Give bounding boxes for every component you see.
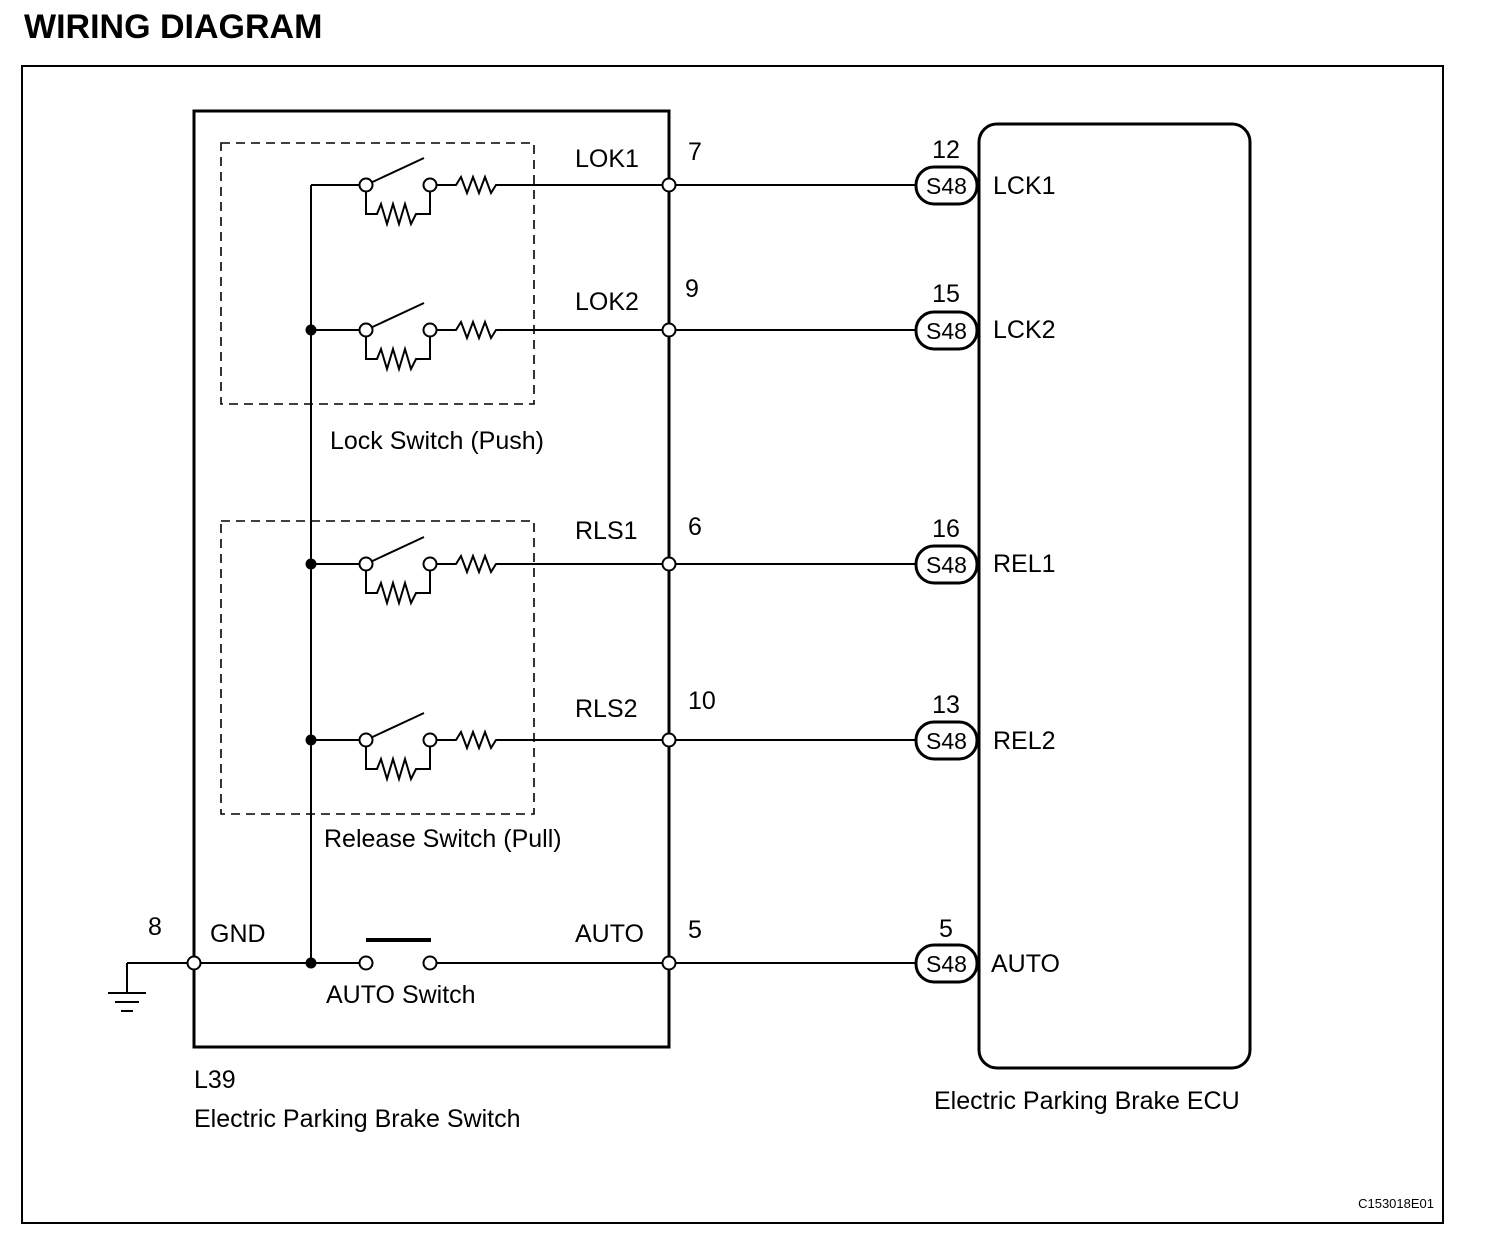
switch-lever	[365, 157, 425, 186]
ground-pin-number: 8	[148, 913, 162, 941]
ground-terminal	[186, 955, 202, 971]
switch-row-rls2	[311, 712, 669, 783]
svg-text:S48: S48	[926, 951, 967, 977]
pin-number: 13	[932, 691, 960, 719]
pin-number: 12	[932, 136, 960, 164]
svg-text:S48: S48	[926, 728, 967, 754]
diagram-frame	[21, 65, 1444, 1224]
terminal-rls1	[661, 556, 677, 572]
terminal-label: RLS1	[575, 517, 638, 545]
ecu-terminal-label: LCK1	[993, 172, 1056, 200]
pin-number: 10	[688, 687, 716, 715]
ecu-connector-lck1: S48	[914, 165, 979, 206]
switch-lever	[365, 302, 425, 331]
switch-row-auto	[194, 938, 669, 971]
terminal-lok1	[661, 177, 677, 193]
lock-switch-label: Lock Switch (Push)	[330, 427, 544, 455]
figure-code: C153018E01	[1358, 1196, 1434, 1211]
parallel-resistor	[365, 740, 431, 783]
terminal-rls2	[661, 732, 677, 748]
series-resistor	[430, 729, 669, 751]
parallel-resistor	[365, 330, 431, 373]
svg-text:S48: S48	[926, 552, 967, 578]
ecu-terminal-label: LCK2	[993, 316, 1056, 344]
switch-row-lok1	[311, 157, 669, 228]
terminal-label: AUTO	[575, 920, 644, 948]
parallel-resistor	[365, 185, 431, 228]
svg-text:S48: S48	[926, 318, 967, 344]
pin-number: 5	[939, 915, 953, 943]
series-resistor	[430, 174, 669, 196]
ground-icon	[108, 962, 194, 1012]
ecu-terminal-label: REL1	[993, 550, 1056, 578]
parallel-resistor	[365, 564, 431, 607]
switch-connector-code: L39	[194, 1066, 236, 1094]
ecu-connector-lck2: S48	[914, 310, 979, 351]
terminal-label: LOK2	[575, 288, 639, 316]
ecu-connector-auto: S48	[914, 943, 979, 984]
ecu-connector-rel1: S48	[914, 544, 979, 585]
terminal-label: RLS2	[575, 695, 638, 723]
terminal-auto	[661, 955, 677, 971]
ecu-terminal-label: REL2	[993, 727, 1056, 755]
pin-number: 16	[932, 515, 960, 543]
ecu-name: Electric Parking Brake ECU	[934, 1087, 1240, 1115]
auto-switch-label: AUTO Switch	[326, 981, 476, 1009]
pin-number: 6	[688, 513, 702, 541]
release-switch-label: Release Switch (Pull)	[324, 825, 562, 853]
ecu-box	[977, 122, 1252, 1070]
pin-number: 7	[688, 138, 702, 166]
pin-number: 5	[688, 916, 702, 944]
switch-lever	[365, 536, 425, 565]
switch-box	[192, 109, 671, 1049]
switch-lever	[365, 712, 425, 741]
release-switch-group	[220, 520, 535, 815]
pin-number: 15	[932, 280, 960, 308]
switch-row-lok2	[311, 302, 669, 373]
series-resistor	[430, 553, 669, 575]
pin-number: 9	[685, 275, 699, 303]
ecu-terminal-label: AUTO	[991, 950, 1060, 978]
lock-switch-group	[220, 142, 535, 405]
ecu-connector-rel2: S48	[914, 720, 979, 761]
terminal-lok2	[661, 322, 677, 338]
svg-text:S48: S48	[926, 173, 967, 199]
ground-label: GND	[210, 920, 266, 948]
page-title: WIRING DIAGRAM	[24, 8, 322, 46]
series-resistor	[430, 319, 669, 341]
terminal-label: LOK1	[575, 145, 639, 173]
switch-name: Electric Parking Brake Switch	[194, 1105, 521, 1133]
switch-row-rls1	[311, 536, 669, 607]
